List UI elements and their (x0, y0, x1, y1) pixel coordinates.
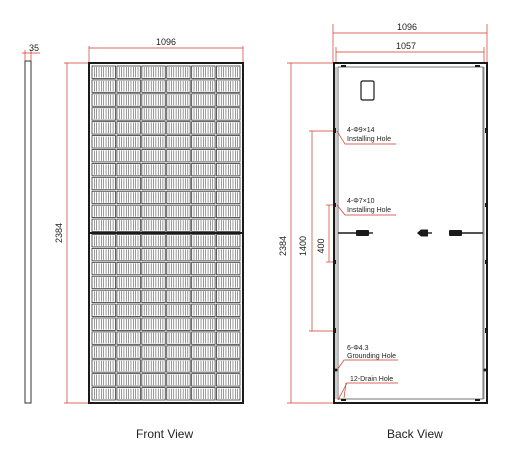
cable-center (417, 229, 432, 237)
connector-right (449, 230, 462, 236)
callout-leader (343, 382, 347, 399)
grounding-hole (483, 368, 487, 372)
drain-hole (341, 399, 346, 401)
callout-leader (336, 130, 396, 145)
mounting-hole (485, 260, 487, 264)
back-view: 1096 1057 2384 1400 400 (278, 22, 488, 404)
drain-hole (475, 399, 480, 401)
drain-hole (341, 65, 346, 67)
callout-installing-hole-2-line2: Installing Hole (347, 207, 391, 214)
back-inner-width-label: 1057 (396, 41, 416, 51)
mounting-hole (334, 128, 336, 133)
callout-grounding-hole-line1: 6-Φ4.3 (347, 345, 369, 352)
mounting-hole (334, 328, 336, 333)
junction-box (360, 80, 375, 101)
short-spacing-label: 400 (316, 238, 326, 253)
side-thickness-label: 35 (29, 43, 39, 53)
cable-right (449, 230, 483, 236)
front-view: 1096 2384 (54, 37, 244, 404)
front-height-label: 2384 (54, 223, 64, 243)
callout-grounding-hole-line2: Grounding Hole (347, 353, 396, 360)
callout-drain-hole: 12-Drain Hole (350, 376, 393, 383)
callout-installing-hole-1-line2: Installing Hole (347, 136, 391, 143)
connector-left (356, 230, 369, 236)
callout-leader (337, 382, 398, 401)
callout-leader (336, 359, 398, 371)
cable-left (338, 230, 373, 236)
front-width-label: 1096 (156, 37, 176, 47)
callout-leader (336, 204, 396, 216)
hole-spacing-label: 1400 (298, 236, 308, 256)
side-view: 35 (22, 43, 40, 404)
mounting-hole (485, 128, 487, 133)
back-view-caption: Back View (387, 427, 443, 441)
cell-grid (91, 65, 241, 401)
grounding-hole (334, 368, 338, 372)
mounting-hole (334, 260, 336, 264)
drain-hole (475, 65, 480, 67)
front-view-caption: Front View (136, 427, 194, 441)
callout-installing-hole-1-line1: 4-Φ9×14 (347, 127, 375, 134)
mounting-hole (485, 328, 487, 333)
callout-installing-hole-2-line1: 4-Φ7×10 (347, 198, 375, 205)
back-outer-width-label: 1096 (397, 22, 417, 32)
back-height-label: 2384 (278, 236, 288, 256)
side-profile (24, 60, 32, 404)
mounting-hole (485, 203, 487, 207)
mounting-hole (334, 203, 336, 207)
